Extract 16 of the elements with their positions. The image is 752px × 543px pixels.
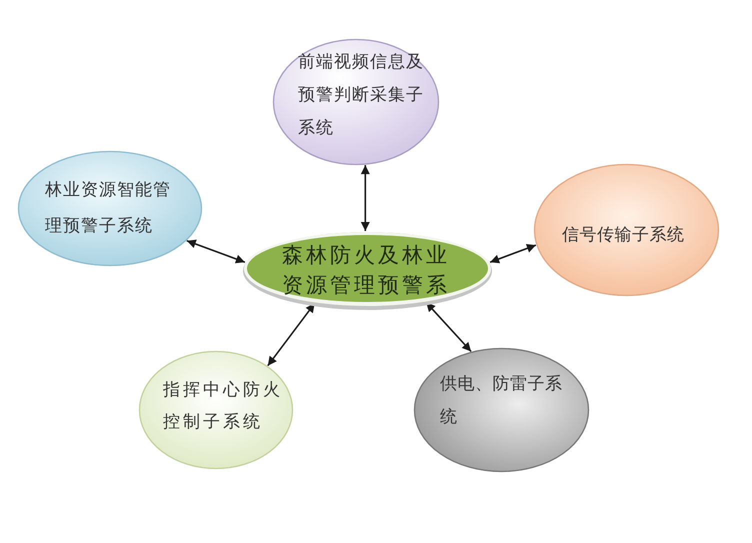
double-arrow	[360, 165, 370, 231]
node-label: 林业资源智能管理预警子系统	[45, 179, 172, 238]
double-arrow	[186, 240, 246, 264]
ellipse-node	[533, 163, 720, 297]
node-label: 指挥中心防火控制子系统	[163, 379, 284, 434]
node-label: 前端视频信息及预警判断采集子系统	[298, 51, 425, 140]
double-arrow	[426, 302, 472, 352]
node-label: 信号传输子系统	[562, 224, 686, 247]
node-label: 森林防火及林业资源管理预警系	[282, 242, 451, 299]
ellipse-node	[17, 150, 203, 267]
ellipse-node	[413, 347, 590, 473]
ellipse-node	[138, 350, 294, 470]
double-arrow	[267, 302, 316, 366]
double-arrow	[490, 244, 536, 264]
ellipse-node	[272, 38, 440, 166]
node-label: 供电、防雷子系统	[440, 373, 564, 429]
